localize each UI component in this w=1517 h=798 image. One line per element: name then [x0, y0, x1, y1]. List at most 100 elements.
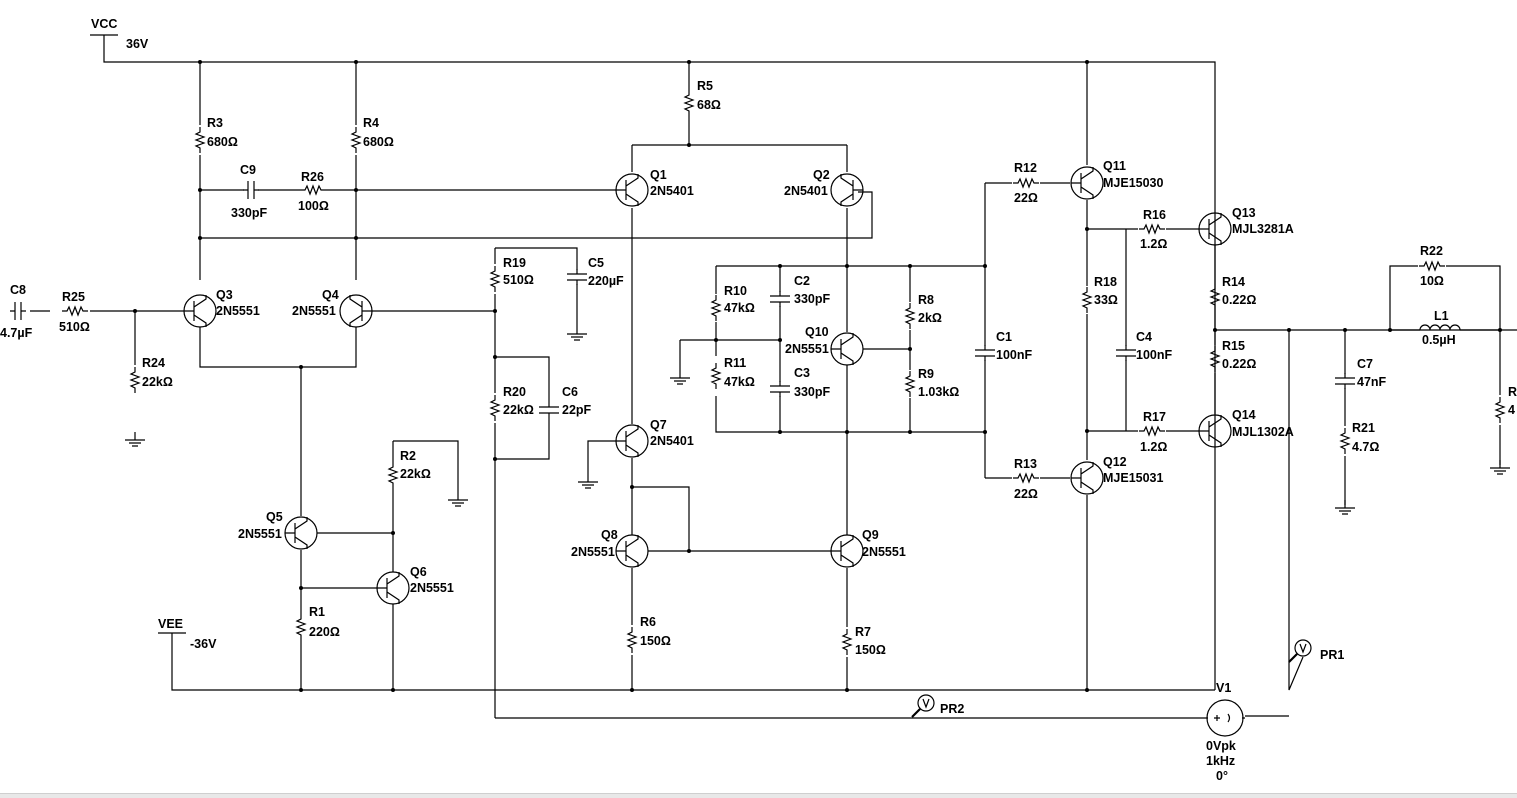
r26-name: R26 — [301, 170, 324, 184]
q12-part: MJE15031 — [1103, 471, 1164, 485]
q9-part: 2N5551 — [862, 545, 906, 559]
r25-value: 510Ω — [59, 320, 90, 334]
r5-value: 68Ω — [697, 98, 721, 112]
labels: VCC 36V VEE -36V R3 680Ω R4 680Ω R5 68Ω … — [0, 17, 1517, 783]
c5-value: 220µF — [588, 274, 624, 288]
v1-phase: 0° — [1216, 769, 1228, 783]
c2-name: C2 — [794, 274, 810, 288]
r7-value: 150Ω — [855, 643, 886, 657]
r7-name: R7 — [855, 625, 871, 639]
r4-value: 680Ω — [363, 135, 394, 149]
q9-name: Q9 — [862, 528, 879, 542]
c5-name: C5 — [588, 256, 604, 270]
q7-part: 2N5401 — [650, 434, 694, 448]
q11-name: Q11 — [1103, 159, 1126, 173]
q7-name: Q7 — [650, 418, 667, 432]
wires — [30, 34, 1517, 719]
c2-value: 330pF — [794, 292, 830, 306]
q6-name: Q6 — [410, 565, 427, 579]
r6-value: 150Ω — [640, 634, 671, 648]
r9-value: 1.03kΩ — [918, 385, 959, 399]
r21-name: R21 — [1352, 421, 1375, 435]
c6-value: 22pF — [562, 403, 592, 417]
c3-value: 330pF — [794, 385, 830, 399]
r3-name: R3 — [207, 116, 223, 130]
r17-value: 1.2Ω — [1140, 440, 1167, 454]
r22-value: 10Ω — [1420, 274, 1444, 288]
c3-name: C3 — [794, 366, 810, 380]
c4-name: C4 — [1136, 330, 1152, 344]
c8-value: 4.7µF — [0, 326, 33, 340]
r21-value: 4.7Ω — [1352, 440, 1379, 454]
c9-value: 330pF — [231, 206, 267, 220]
c7-name: C7 — [1357, 357, 1373, 371]
q2-name: Q2 — [813, 168, 830, 182]
v1-frequency: 1kHz — [1206, 754, 1235, 768]
q13-part: MJL3281A — [1232, 222, 1294, 236]
pr2-label: PR2 — [940, 702, 964, 716]
r15-value: 0.22Ω — [1222, 357, 1256, 371]
r12-value: 22Ω — [1014, 191, 1038, 205]
r25-name: R25 — [62, 290, 85, 304]
vcc-value: 36V — [126, 37, 149, 51]
r14-name: R14 — [1222, 275, 1245, 289]
v1-name: V1 — [1216, 681, 1231, 695]
r8-name: R8 — [918, 293, 934, 307]
r13-value: 22Ω — [1014, 487, 1038, 501]
q5-part: 2N5551 — [238, 527, 282, 541]
scroll-edge — [0, 793, 1517, 798]
r-load-value: 4 — [1508, 403, 1515, 417]
r6-name: R6 — [640, 615, 656, 629]
vcc-label: VCC — [91, 17, 117, 31]
q10-name: Q10 — [805, 325, 829, 339]
r16-name: R16 — [1143, 208, 1166, 222]
r20-value: 22kΩ — [503, 403, 534, 417]
junction-dots — [133, 60, 1502, 692]
q8-name: Q8 — [601, 528, 618, 542]
component-symbols — [9, 89, 1511, 737]
q3-name: Q3 — [216, 288, 233, 302]
r1-value: 220Ω — [309, 625, 340, 639]
q10-part: 2N5551 — [785, 342, 829, 356]
r-load-name: R — [1508, 385, 1517, 399]
r26-value: 100Ω — [298, 199, 329, 213]
r10-value: 47kΩ — [724, 301, 755, 315]
q3-part: 2N5551 — [216, 304, 260, 318]
pr1-label: PR1 — [1320, 648, 1344, 662]
vee-label: VEE — [158, 617, 183, 631]
q1-name: Q1 — [650, 168, 667, 182]
r15-name: R15 — [1222, 339, 1245, 353]
r22-name: R22 — [1420, 244, 1443, 258]
c7-value: 47nF — [1357, 375, 1387, 389]
c6-name: C6 — [562, 385, 578, 399]
q5-name: Q5 — [266, 510, 283, 524]
r18-name: R18 — [1094, 275, 1117, 289]
r2-name: R2 — [400, 449, 416, 463]
r11-name: R11 — [724, 356, 746, 370]
v1-amplitude: 0Vpk — [1206, 739, 1236, 753]
r8-value: 2kΩ — [918, 311, 942, 325]
q1-part: 2N5401 — [650, 184, 694, 198]
c1-name: C1 — [996, 330, 1012, 344]
r3-value: 680Ω — [207, 135, 238, 149]
r13-name: R13 — [1014, 457, 1037, 471]
l1-name: L1 — [1434, 309, 1449, 323]
r19-value: 510Ω — [503, 273, 534, 287]
l1-value: 0.5µH — [1422, 333, 1456, 347]
r4-name: R4 — [363, 116, 379, 130]
q4-part: 2N5551 — [292, 304, 336, 318]
q6-part: 2N5551 — [410, 581, 454, 595]
r19-name: R19 — [503, 256, 526, 270]
c4-value: 100nF — [1136, 348, 1172, 362]
q14-part: MJL1302A — [1232, 425, 1294, 439]
r12-name: R12 — [1014, 161, 1037, 175]
r20-name: R20 — [503, 385, 526, 399]
r18-value: 33Ω — [1094, 293, 1118, 307]
r14-value: 0.22Ω — [1222, 293, 1256, 307]
r1-name: R1 — [309, 605, 325, 619]
vee-value: -36V — [190, 637, 217, 651]
r11-value: 47kΩ — [724, 375, 755, 389]
q8-part: 2N5551 — [571, 545, 615, 559]
r17-name: R17 — [1143, 410, 1166, 424]
